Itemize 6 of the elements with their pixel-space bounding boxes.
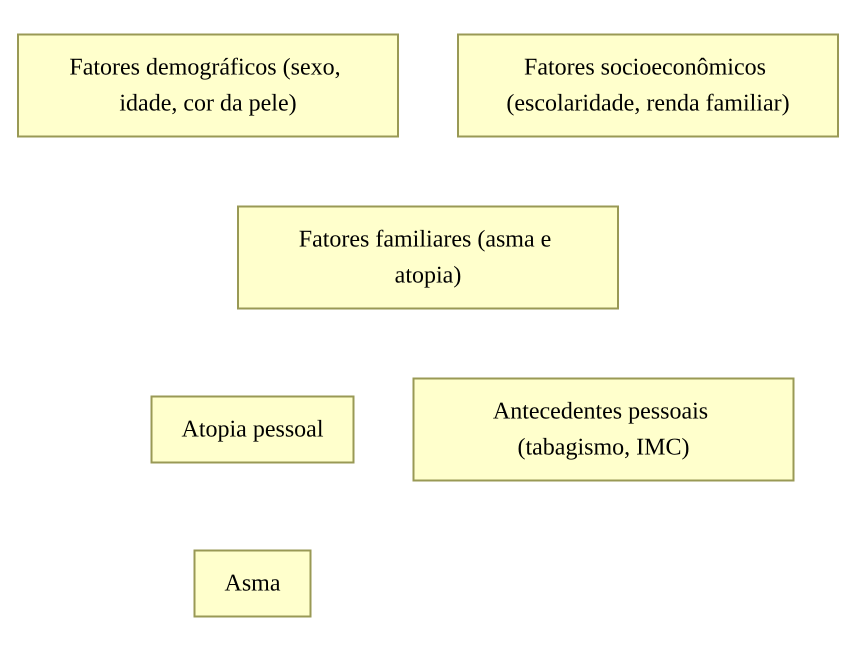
node-box: Asma	[194, 550, 312, 618]
node-box: Fatores demográficos (sexo, idade, cor da pele)	[17, 34, 399, 138]
node-box: Atopia pessoal	[150, 396, 354, 464]
node-box: Antecedentes pessoais (tabagismo, IMC)	[412, 378, 794, 482]
node-box: Fatores familiares (asma e atopia)	[237, 206, 619, 310]
node-box: Fatores socioeconômicos (escolaridade, renda familiar)	[457, 34, 839, 138]
